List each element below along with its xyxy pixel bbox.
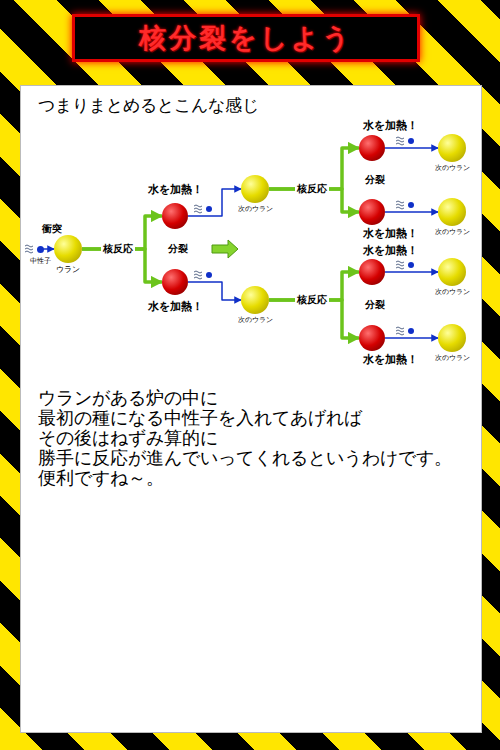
ball-caption: 次のウラン — [435, 288, 470, 296]
step-label: 核反応 — [295, 294, 329, 306]
neutron-arrow — [188, 282, 241, 300]
neutron-waves — [25, 137, 404, 335]
fission-ball: 水を加熱！ — [162, 203, 188, 229]
ball-caption: 次のウラン — [238, 316, 273, 324]
ball-caption: ウラン — [56, 265, 80, 274]
fission-ball: 水を加熱！ — [359, 199, 385, 225]
neutron-arrow — [385, 337, 438, 339]
uranium-ball: 次のウラン — [438, 324, 466, 352]
uranium-ball: 次のウラン — [241, 175, 269, 203]
ball-caption: 中性子 — [30, 257, 51, 265]
neutron-arrow — [385, 147, 438, 149]
heat-note: 水を加熱！ — [148, 184, 203, 197]
uranium-ball: 次のウラン — [438, 258, 466, 286]
uranium-ball: 次のウラン — [438, 198, 466, 226]
neutron-dot: 中性子 — [37, 246, 44, 253]
heat-note: 水を加熱！ — [363, 228, 418, 241]
step-label: 分裂 — [365, 299, 385, 311]
fission-ball: 水を加熱！ — [359, 135, 385, 161]
neutron-arrow — [385, 211, 438, 213]
title-banner: 核分裂をしよう — [72, 14, 420, 62]
neutron-arrow — [44, 248, 55, 250]
step-label: 核反応 — [101, 243, 135, 255]
ball-caption: 次のウラン — [435, 164, 470, 172]
heat-note: 水を加熱！ — [363, 354, 418, 367]
collision-note: 衝突 — [42, 223, 62, 235]
uranium-ball: 次のウラン — [241, 286, 269, 314]
step-label: 分裂 — [365, 174, 385, 186]
heat-note: 水を加熱！ — [363, 120, 418, 133]
title-text: 核分裂をしよう — [75, 17, 417, 59]
ball-caption: 次のウラン — [435, 354, 470, 362]
fission-ball: 水を加熱！ — [359, 259, 385, 285]
neutron-arrow — [385, 271, 438, 273]
section-heading: つまりまとめるとこんな感じ — [38, 95, 259, 115]
heat-note: 水を加熱！ — [148, 301, 203, 314]
step-label: 核反応 — [295, 183, 329, 195]
fission-ball: 水を加熱！ — [359, 325, 385, 351]
flow-arrow — [212, 240, 238, 258]
ball-caption: 次のウラン — [435, 228, 470, 236]
uranium-ball: 次のウラン — [438, 134, 466, 162]
heat-note: 水を加熱！ — [363, 245, 418, 258]
step-label: 分裂 — [168, 243, 188, 255]
explanation-text: ウランがある炉の中に 最初の種になる中性子を入れてあげれば その後はねずみ算的に… — [38, 388, 478, 488]
uranium-ball: ウラン — [54, 235, 82, 263]
fission-ball: 水を加熱！ — [162, 269, 188, 295]
ball-caption: 次のウラン — [238, 205, 273, 213]
